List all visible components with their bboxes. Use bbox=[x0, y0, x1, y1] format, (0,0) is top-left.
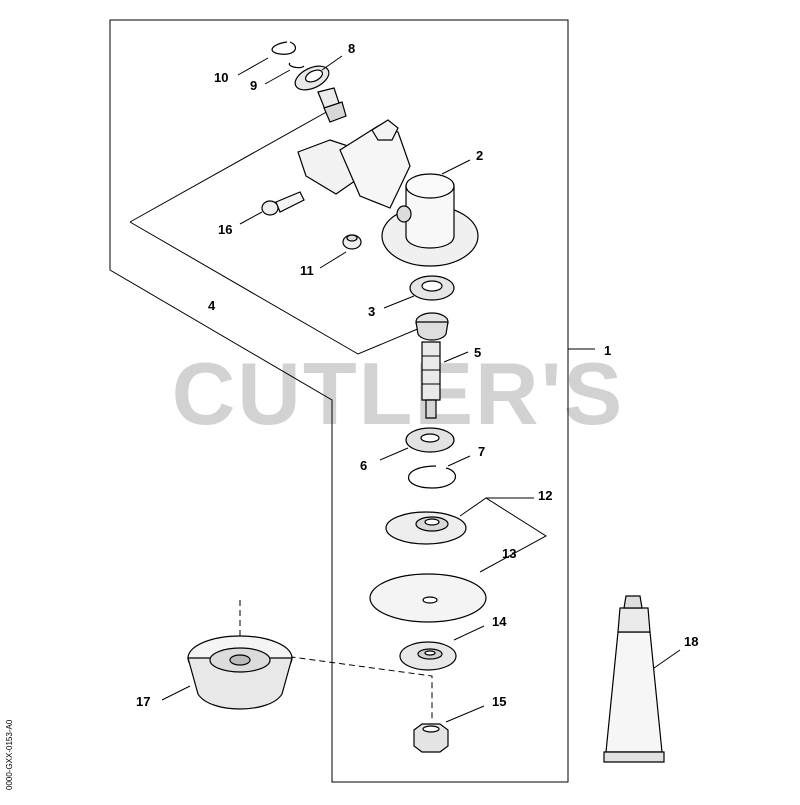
callout-6: 6 bbox=[360, 458, 367, 473]
part-bevel-gear bbox=[415, 312, 449, 341]
bracket-4 bbox=[129, 109, 421, 355]
callout-14: 14 bbox=[492, 614, 507, 629]
callout-12: 12 bbox=[538, 488, 552, 503]
part-5-spindle-shaft bbox=[421, 341, 441, 419]
part-3-bearing bbox=[409, 275, 455, 301]
part-15-nut bbox=[413, 723, 449, 753]
callout-18: 18 bbox=[684, 634, 698, 649]
callout-5: 5 bbox=[474, 345, 481, 360]
part-17-cup-guard bbox=[187, 635, 293, 710]
part-9-clip bbox=[288, 62, 305, 69]
part-13-disc bbox=[369, 573, 487, 623]
part-2-gear-housing bbox=[297, 119, 479, 267]
callout-4: 4 bbox=[208, 298, 216, 313]
part-7-circlip bbox=[407, 465, 457, 489]
callout-16: 16 bbox=[218, 222, 232, 237]
assembly-frame bbox=[109, 19, 569, 783]
part-pinion-gear bbox=[317, 87, 347, 123]
callout-8: 8 bbox=[348, 41, 355, 56]
callout-13: 13 bbox=[502, 546, 516, 561]
figure-code: 0000-GXX-0153-A0 bbox=[5, 719, 14, 790]
callout-9: 9 bbox=[250, 78, 257, 93]
assembly-dash-line bbox=[239, 600, 433, 720]
callout-3: 3 bbox=[368, 304, 375, 319]
watermark-text: CUTLER'S bbox=[172, 344, 624, 443]
callout-17: 17 bbox=[136, 694, 150, 709]
callout-10: 10 bbox=[214, 70, 228, 85]
callout-7: 7 bbox=[478, 444, 485, 459]
part-11-plug bbox=[342, 234, 362, 250]
callout-11: 11 bbox=[300, 263, 314, 278]
part-12-thrust-plate bbox=[385, 511, 467, 545]
callout-15: 15 bbox=[492, 694, 506, 709]
part-16-screw bbox=[261, 191, 305, 216]
part-18-grease-tube bbox=[603, 595, 665, 763]
callout-2: 2 bbox=[476, 148, 483, 163]
part-10-circlip bbox=[271, 41, 297, 55]
part-8-bearing bbox=[294, 65, 330, 91]
part-14-washer bbox=[399, 641, 457, 671]
callout-1: 1 bbox=[604, 343, 611, 358]
part-6-bearing bbox=[405, 427, 455, 453]
